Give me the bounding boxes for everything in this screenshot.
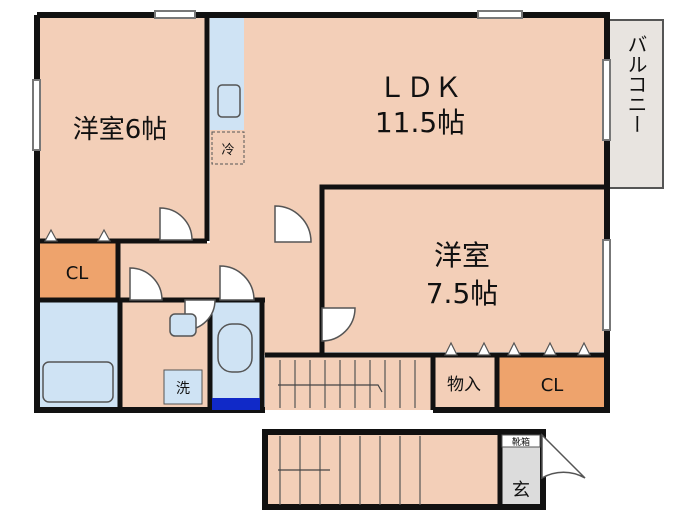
closet-door-markers [43, 228, 591, 356]
stair-treads [278, 360, 421, 505]
label-western-75-size: 7.5帖 [426, 277, 499, 310]
label-western-6: 洋室6帖 [73, 115, 168, 145]
shoe-box [501, 434, 541, 448]
kitchen-fixtures [211, 84, 245, 165]
room-western-6 [37, 15, 207, 241]
label-balcony: バルコニー [624, 34, 648, 134]
label-entrance: 玄 [512, 480, 530, 501]
label-shoe-box: 靴箱 [512, 436, 530, 448]
label-closet-left: CL [66, 263, 89, 284]
windows [32, 10, 611, 331]
doors [129, 205, 586, 480]
closet-left [37, 243, 118, 298]
entrance-floor [500, 447, 542, 505]
label-storage: 物入 [447, 375, 481, 395]
closet-right [497, 355, 607, 410]
label-ldk-name: ＬＤＫ [378, 71, 462, 104]
label-washer: 洗 [176, 381, 190, 397]
label-ldk-size: 11.5帖 [375, 106, 465, 139]
label-closet-right: CL [541, 375, 564, 396]
room-western-75 [322, 187, 607, 352]
bath-fixtures [42, 313, 260, 410]
interior-walls [37, 15, 607, 507]
staircase-upper [265, 355, 433, 410]
label-fridge: 冷 [221, 143, 234, 158]
storage [433, 355, 495, 410]
label-western-75-name: 洋室 [434, 239, 490, 272]
